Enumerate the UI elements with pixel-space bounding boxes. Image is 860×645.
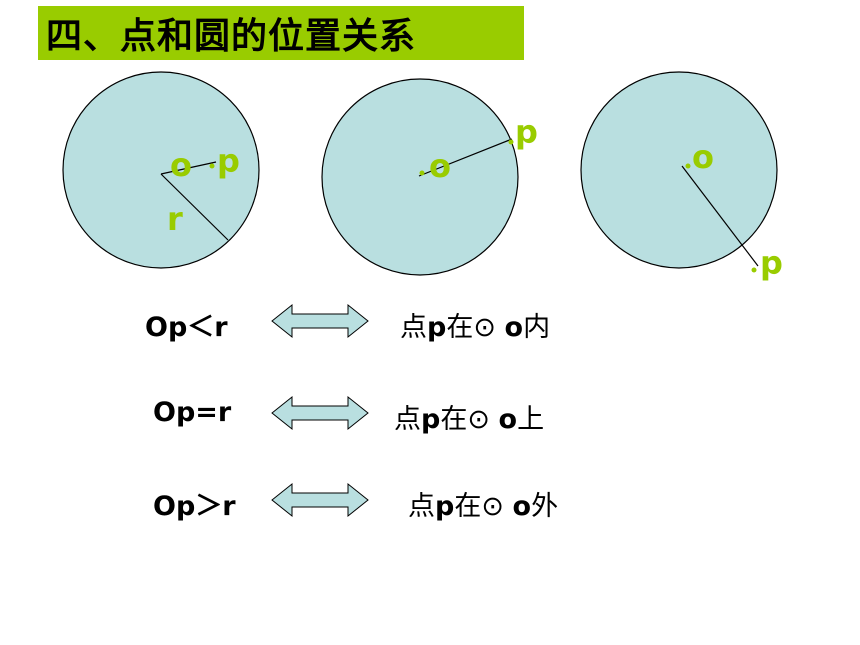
point-label-2: p <box>515 113 538 151</box>
relation-row-on: Op=r 点p在⊙ o上 <box>0 389 860 439</box>
relation-expr: Op=r <box>153 397 232 428</box>
radius-label-1: r <box>167 200 183 238</box>
point-dot-1 <box>209 163 215 169</box>
title-bar: 四、点和圆的位置关系 <box>38 6 524 60</box>
slide-title: 四、点和圆的位置关系 <box>46 16 417 57</box>
circle-1 <box>62 71 260 269</box>
relation-statement: 点p在⊙ o上 <box>394 404 545 435</box>
relation-row-outside: Op＞r 点p在⊙ o外 <box>0 476 860 526</box>
relation-expr: Op＜r <box>145 312 228 343</box>
figure-inside: o p r <box>62 71 260 269</box>
center-dot-2 <box>419 170 425 176</box>
radius-line-1 <box>160 173 229 241</box>
double-arrow-icon <box>271 482 369 518</box>
point-label-3: p <box>760 244 783 282</box>
relation-statement: 点p在⊙ o外 <box>408 491 559 522</box>
center-label-2: o <box>429 147 451 185</box>
point-dot-3 <box>751 267 757 273</box>
circle-3 <box>580 71 778 269</box>
circle-2 <box>321 78 519 276</box>
figure-on: o p <box>321 78 538 276</box>
center-dot-3 <box>685 163 691 169</box>
op-segment-1 <box>160 161 217 175</box>
figure-outside: o p <box>580 71 783 282</box>
relation-row-inside: Op＜r 点p在⊙ o内 <box>0 297 860 347</box>
op-segment-3 <box>681 165 759 267</box>
double-arrow-icon <box>271 395 369 431</box>
relation-statement: 点p在⊙ o内 <box>400 312 551 343</box>
relation-expr: Op＞r <box>153 491 236 522</box>
point-label-1: p <box>217 142 240 180</box>
circle-figures: o p r o p o p <box>62 71 783 282</box>
center-label-1: o <box>170 146 192 184</box>
double-arrow-icon <box>271 303 369 339</box>
op-segment-2 <box>418 138 513 177</box>
point-dot-2 <box>508 139 514 145</box>
center-label-3: o <box>692 138 714 176</box>
